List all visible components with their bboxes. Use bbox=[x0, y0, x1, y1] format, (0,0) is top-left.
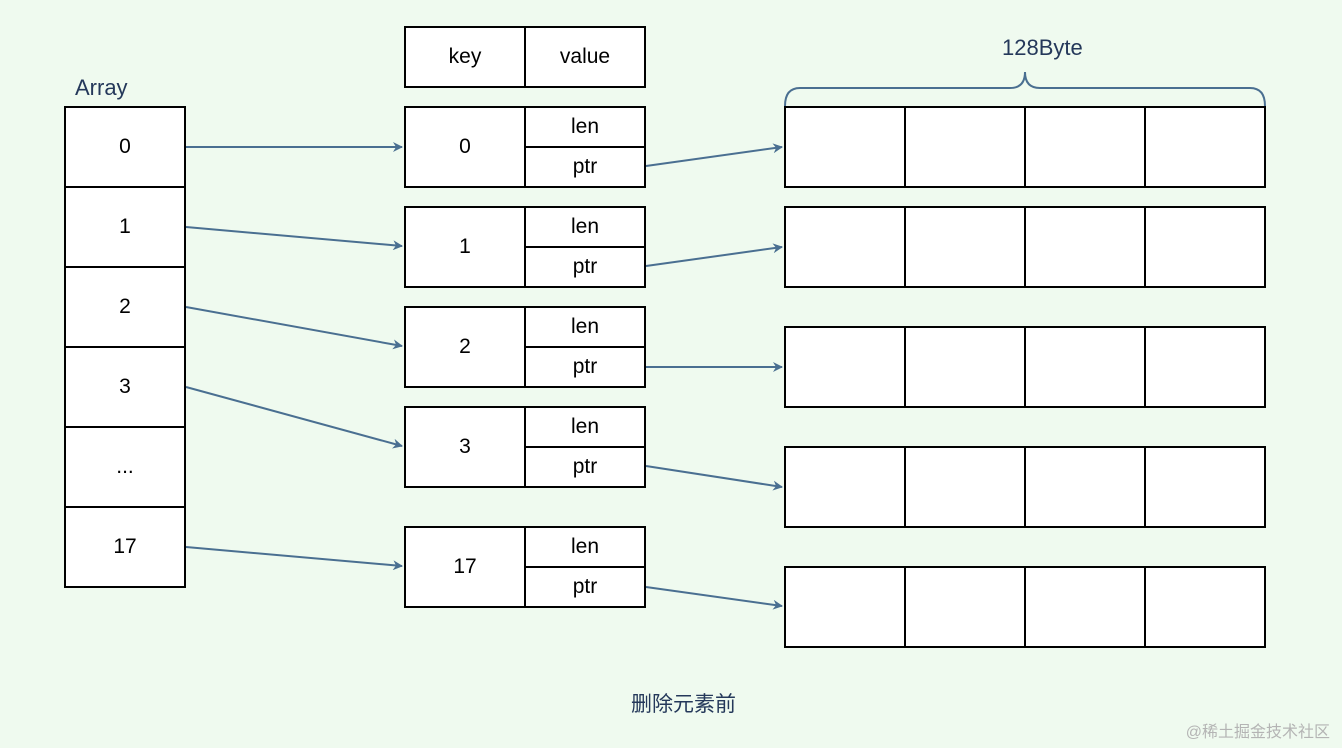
size-brace bbox=[784, 71, 1266, 107]
buffer-slot bbox=[1144, 206, 1266, 288]
arrow-array-17-to-entry-17 bbox=[185, 546, 403, 571]
buffer-slot bbox=[1024, 206, 1146, 288]
array-cell: 2 bbox=[64, 266, 186, 348]
entry-key: 0 bbox=[404, 106, 526, 188]
entry-key: 2 bbox=[404, 306, 526, 388]
entry-ptr: ptr bbox=[524, 346, 646, 388]
entry-key: 17 bbox=[404, 526, 526, 608]
watermark: @稀土掘金技术社区 bbox=[1185, 724, 1330, 741]
buffer-slot bbox=[904, 566, 1026, 648]
array-cell: 1 bbox=[64, 186, 186, 268]
array-title: Array bbox=[75, 75, 128, 100]
buffer-slot bbox=[1024, 446, 1146, 528]
arrow-array-2-to-entry-2 bbox=[185, 306, 403, 350]
arrow-ptr-1-to-buffer-1 bbox=[645, 243, 783, 267]
array-cell: 3 bbox=[64, 346, 186, 428]
buffer-slot bbox=[904, 446, 1026, 528]
buffer-slot bbox=[1144, 106, 1266, 188]
buffer-size-label: 128Byte bbox=[1002, 35, 1083, 60]
buffer-slot bbox=[1144, 446, 1266, 528]
header-key: key bbox=[404, 26, 526, 88]
buffer-slot bbox=[1024, 106, 1146, 188]
buffer-slot bbox=[904, 326, 1026, 408]
entry-ptr: ptr bbox=[524, 566, 646, 608]
entry-len: len bbox=[524, 526, 646, 568]
array-cell: 17 bbox=[64, 506, 186, 588]
buffer-slot bbox=[904, 206, 1026, 288]
diagram-caption: 删除元素前 bbox=[631, 693, 736, 716]
entry-ptr: ptr bbox=[524, 446, 646, 488]
entry-len: len bbox=[524, 306, 646, 348]
array-cell: ... bbox=[64, 426, 186, 508]
buffer-slot bbox=[1144, 326, 1266, 408]
buffer-slot bbox=[784, 326, 906, 408]
entry-len: len bbox=[524, 106, 646, 148]
buffer-slot bbox=[784, 446, 906, 528]
buffer-slot bbox=[784, 106, 906, 188]
entry-len: len bbox=[524, 406, 646, 448]
arrow-ptr-0-to-buffer-0 bbox=[645, 143, 783, 167]
entry-ptr: ptr bbox=[524, 246, 646, 288]
buffer-slot bbox=[1024, 566, 1146, 648]
array-cell: 0 bbox=[64, 106, 186, 188]
entry-ptr: ptr bbox=[524, 146, 646, 188]
entry-key: 1 bbox=[404, 206, 526, 288]
arrow-array-1-to-entry-1 bbox=[185, 226, 403, 251]
buffer-slot bbox=[1144, 566, 1266, 648]
header-value: value bbox=[524, 26, 646, 88]
arrow-ptr-17-to-buffer-17 bbox=[645, 586, 783, 610]
arrow-array-3-to-entry-3 bbox=[185, 386, 403, 449]
buffer-slot bbox=[784, 566, 906, 648]
arrow-ptr-3-to-buffer-3 bbox=[645, 465, 783, 491]
buffer-slot bbox=[1024, 326, 1146, 408]
buffer-slot bbox=[904, 106, 1026, 188]
entry-key: 3 bbox=[404, 406, 526, 488]
entry-len: len bbox=[524, 206, 646, 248]
buffer-slot bbox=[784, 206, 906, 288]
